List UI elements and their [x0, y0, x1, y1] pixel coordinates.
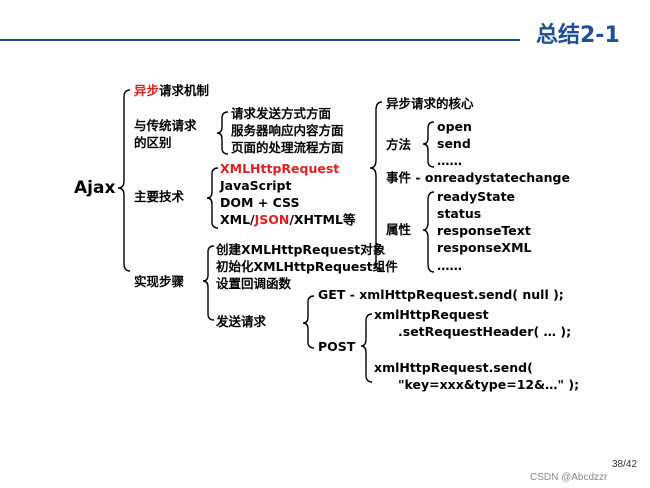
post-line: xmlHttpRequest.send(	[374, 360, 533, 375]
method-item: send	[437, 136, 471, 151]
brace-post	[360, 313, 373, 383]
tech-item-js: JavaScript	[220, 178, 292, 193]
diff-item: 页面的处理流程方面	[231, 140, 344, 155]
steps-label: 实现步骤	[134, 274, 185, 289]
page-number: 38/42	[612, 459, 638, 470]
brace-steps	[202, 245, 215, 321]
tech-label: 主要技术	[134, 189, 185, 204]
async-mechanism-node: 异步请求机制	[134, 83, 209, 99]
watermark: CSDN @Abcdzzr	[530, 472, 608, 483]
prop-item: responseXML	[437, 240, 532, 255]
slide-title: 总结2-1	[536, 23, 620, 48]
header-rule	[0, 39, 520, 41]
async-prefix: 异步	[134, 83, 160, 98]
tech-item-xml: XML/JSON/XHTML等	[220, 212, 355, 228]
brace-core	[369, 101, 383, 271]
brace-send	[302, 295, 315, 349]
brace-diff	[216, 111, 229, 155]
post-line: .setRequestHeader( … );	[398, 324, 572, 339]
brace-tech	[206, 167, 219, 229]
brace-methods	[422, 121, 435, 168]
step-item: 设置回调函数	[216, 276, 292, 291]
send-label: 发送请求	[216, 314, 267, 329]
get-line: GET - xmlHttpRequest.send( null );	[318, 287, 564, 302]
brace-props	[422, 191, 435, 273]
step-item: 初始化XMLHttpRequest组件	[216, 259, 398, 274]
tech-item-dom: DOM + CSS	[220, 195, 300, 210]
diff-label-line1: 与传统请求	[134, 118, 197, 133]
tech-item-xhr: XMLHttpRequest	[220, 161, 340, 176]
diff-item: 请求发送方式方面	[231, 106, 332, 121]
prop-item: readyState	[437, 189, 516, 204]
prop-item: ……	[437, 258, 462, 273]
prop-item: status	[437, 206, 482, 221]
post-line: xmlHttpRequest	[374, 307, 489, 322]
xml-prefix: XML/	[220, 212, 255, 227]
prop-item: responseText	[437, 223, 531, 238]
root-node: Ajax	[74, 178, 116, 198]
diff-label-line2: 的区别	[134, 135, 172, 150]
step-item: 创建XMLHttpRequest对象	[216, 242, 386, 257]
xml-suffix: /XHTML等	[289, 212, 356, 227]
method-item: open	[437, 119, 472, 134]
post-line: "key=xxx&type=12&…" );	[398, 377, 580, 392]
async-suffix: 请求机制	[159, 83, 210, 98]
methods-label: 方法	[386, 137, 412, 152]
xml-json: JSON	[254, 212, 290, 227]
props-label: 属性	[386, 222, 412, 237]
event-line: 事件 - onreadystatechange	[386, 170, 570, 185]
core-title: 异步请求的核心	[386, 96, 474, 111]
brace-root	[117, 89, 131, 272]
method-item: ……	[437, 153, 462, 168]
post-label: POST	[318, 339, 356, 354]
diff-item: 服务器响应内容方面	[231, 123, 344, 138]
